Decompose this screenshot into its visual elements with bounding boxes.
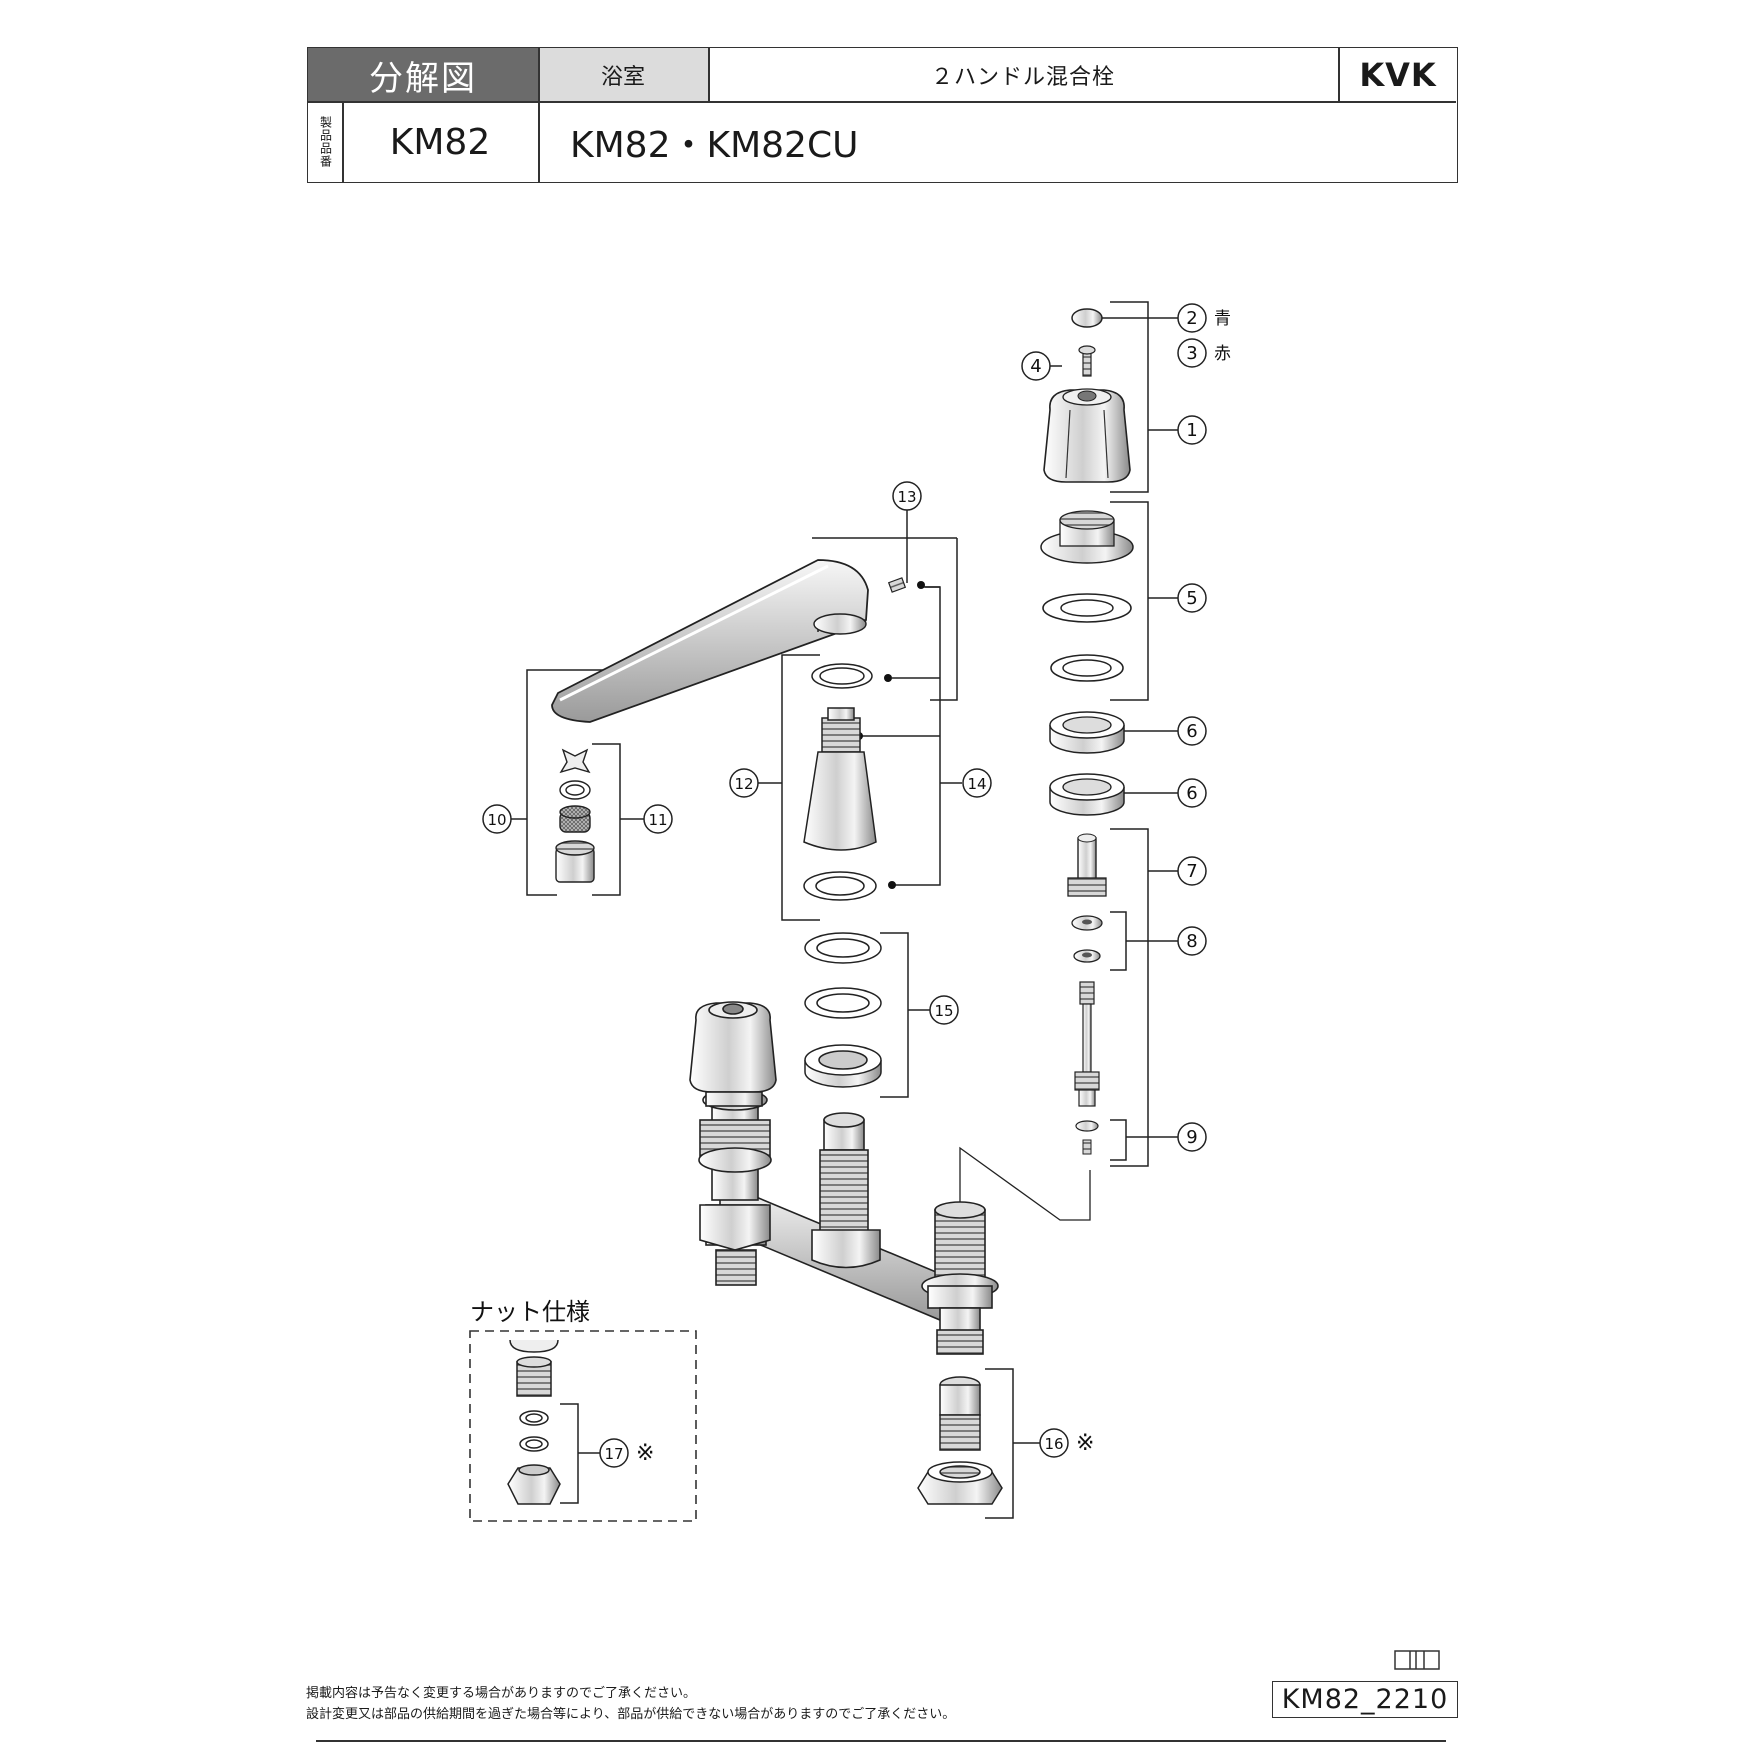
bottom-rule <box>316 1740 1446 1742</box>
callout-1: 1 <box>1186 420 1197 441</box>
product-type: ２ハンドル混合栓 <box>930 65 1115 90</box>
callout-15: 15 <box>934 1002 953 1020</box>
section-label: 分解図 <box>308 48 538 102</box>
location-label: 浴室 <box>538 48 708 102</box>
applicable-models: KM82・KM82CU <box>570 125 859 166</box>
callout-16-note: ※ <box>1076 1431 1094 1456</box>
callout-12: 12 <box>734 775 753 793</box>
page-icon <box>1394 1650 1440 1670</box>
callout-2: 2 <box>1186 308 1197 329</box>
callout-3: 3 <box>1186 343 1197 364</box>
callout-6a: 6 <box>1186 721 1197 742</box>
footer-note-2: 設計変更又は部品の供給期間を過ぎた場合等により、部品が供給できない場合があります… <box>306 1707 956 1722</box>
callout-7: 7 <box>1186 861 1197 882</box>
callout-17-note: ※ <box>636 1441 654 1466</box>
nut-spec-label: ナット仕様 <box>470 1298 590 1326</box>
callout-8: 8 <box>1186 931 1197 952</box>
title-block: 分解図 浴室 ２ハンドル混合栓 KVK 製品品番 KM82 KM82・KM82C… <box>307 47 1458 183</box>
model-number: KM82 <box>389 121 491 163</box>
callout-5: 5 <box>1186 588 1197 609</box>
callout-10: 10 <box>487 811 506 829</box>
callout-16: 16 <box>1044 1435 1063 1453</box>
callout-3-note: 赤 <box>1214 344 1231 364</box>
callout-13: 13 <box>897 488 916 506</box>
footer-note-1: 掲載内容は予告なく変更する場合がありますのでご了承ください。 <box>306 1686 697 1701</box>
callout-6b: 6 <box>1186 783 1197 804</box>
callout-17: 17 <box>604 1445 623 1463</box>
callout-11: 11 <box>648 811 667 829</box>
brand-logo: KVK <box>1359 56 1437 94</box>
callout-14: 14 <box>967 775 986 793</box>
callout-4: 4 <box>1030 356 1041 377</box>
part-no-label: 製品品番 <box>318 116 333 168</box>
callout-9: 9 <box>1186 1127 1197 1148</box>
callout-2-note: 青 <box>1214 309 1231 329</box>
document-code: KM82_2210 <box>1272 1681 1458 1718</box>
